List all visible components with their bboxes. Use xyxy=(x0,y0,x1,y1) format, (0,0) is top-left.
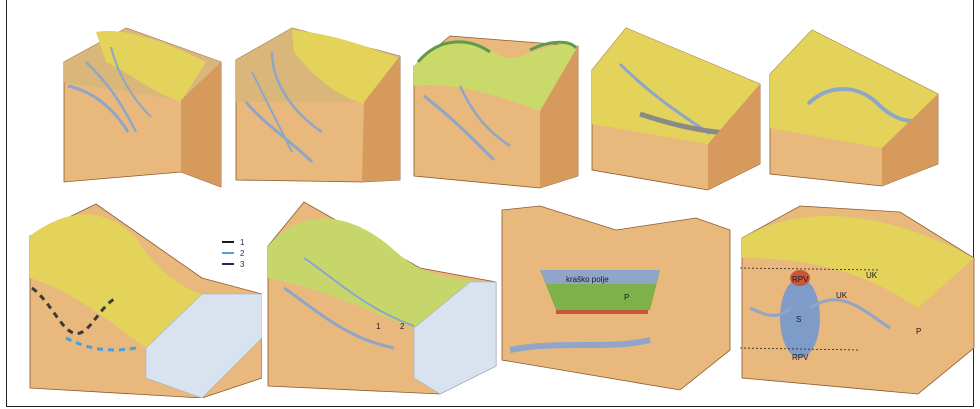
legend-item-3: 3 xyxy=(240,260,245,269)
valley-number-1: 1 xyxy=(376,322,381,331)
block-7-delta-valleys: 1 2 xyxy=(264,198,498,398)
cave-rpv-bottom: RPV xyxy=(792,353,809,362)
block-8-karst-polje: kraško polje P xyxy=(500,200,732,396)
cave-uk-right: UK xyxy=(866,271,878,280)
polje-p-label: P xyxy=(624,293,629,302)
block-9-karst-cave: RPV S UK UK RPV P xyxy=(740,198,976,398)
polje-label: kraško polje xyxy=(566,275,609,284)
block-1-ravine-erosion xyxy=(56,22,226,192)
block-6-coastal-river: 1 2 3 xyxy=(26,198,262,398)
cave-p-label: P xyxy=(916,327,921,336)
block-3-forested-valleys xyxy=(410,26,582,192)
legend: 1 2 3 xyxy=(220,234,260,274)
cave-rpv-top: RPV xyxy=(792,275,809,284)
cave-s-label: S xyxy=(796,315,801,324)
cave-uk-left: UK xyxy=(836,291,848,300)
legend-item-1: 1 xyxy=(240,238,245,247)
block-4-river-terraces xyxy=(590,24,764,192)
block-5-meander-valley xyxy=(768,24,942,192)
legend-item-2: 2 xyxy=(240,249,245,258)
valley-number-2: 2 xyxy=(400,322,405,331)
block-2-river-network xyxy=(232,22,404,192)
